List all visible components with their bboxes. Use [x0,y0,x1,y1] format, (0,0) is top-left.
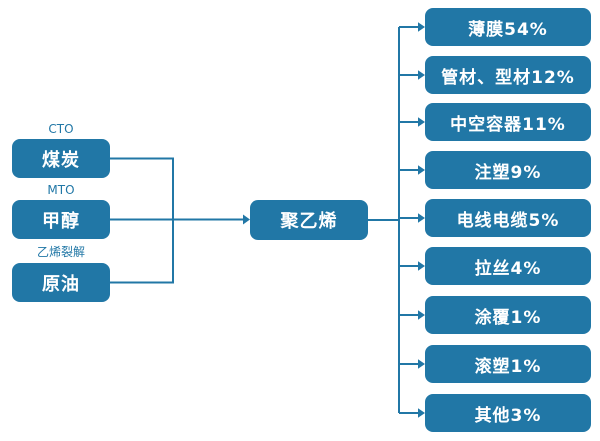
arrowhead-injection [418,165,425,175]
process-label-ethylene-cracking: 乙烯裂解 [36,245,85,259]
application-node-wire-cable: 电线电缆5% [425,199,591,237]
arrowhead-hollow [418,117,425,127]
arrowhead-other [418,408,425,418]
source-node-crude-oil: 原油 [12,263,110,302]
application-node-injection-molding: 注塑9% [425,151,591,189]
arrowhead-pipe [418,70,425,80]
process-label-mto: MTO [47,183,75,197]
center-node-polyethylene: 聚乙烯 [250,200,368,240]
arrowhead-film [418,22,425,32]
source-node-coal: 煤炭 [12,139,110,178]
application-node-other: 其他3% [425,394,591,432]
arrowhead-coating [418,310,425,320]
arrowhead-center [243,214,250,225]
process-label-cto: CTO [48,122,74,136]
application-node-hollow-container: 中空容器11% [425,103,591,141]
arrowhead-wire [418,213,425,223]
application-node-drawing: 拉丝4% [425,247,591,285]
application-node-rotomolding: 滚塑1% [425,345,591,383]
application-node-film: 薄膜54% [425,8,591,46]
application-node-coating: 涂覆1% [425,296,591,334]
source-node-methanol: 甲醇 [12,200,110,239]
arrowhead-drawing [418,261,425,271]
arrowhead-roto [418,359,425,369]
application-node-pipe-profile: 管材、型材12% [425,56,591,94]
